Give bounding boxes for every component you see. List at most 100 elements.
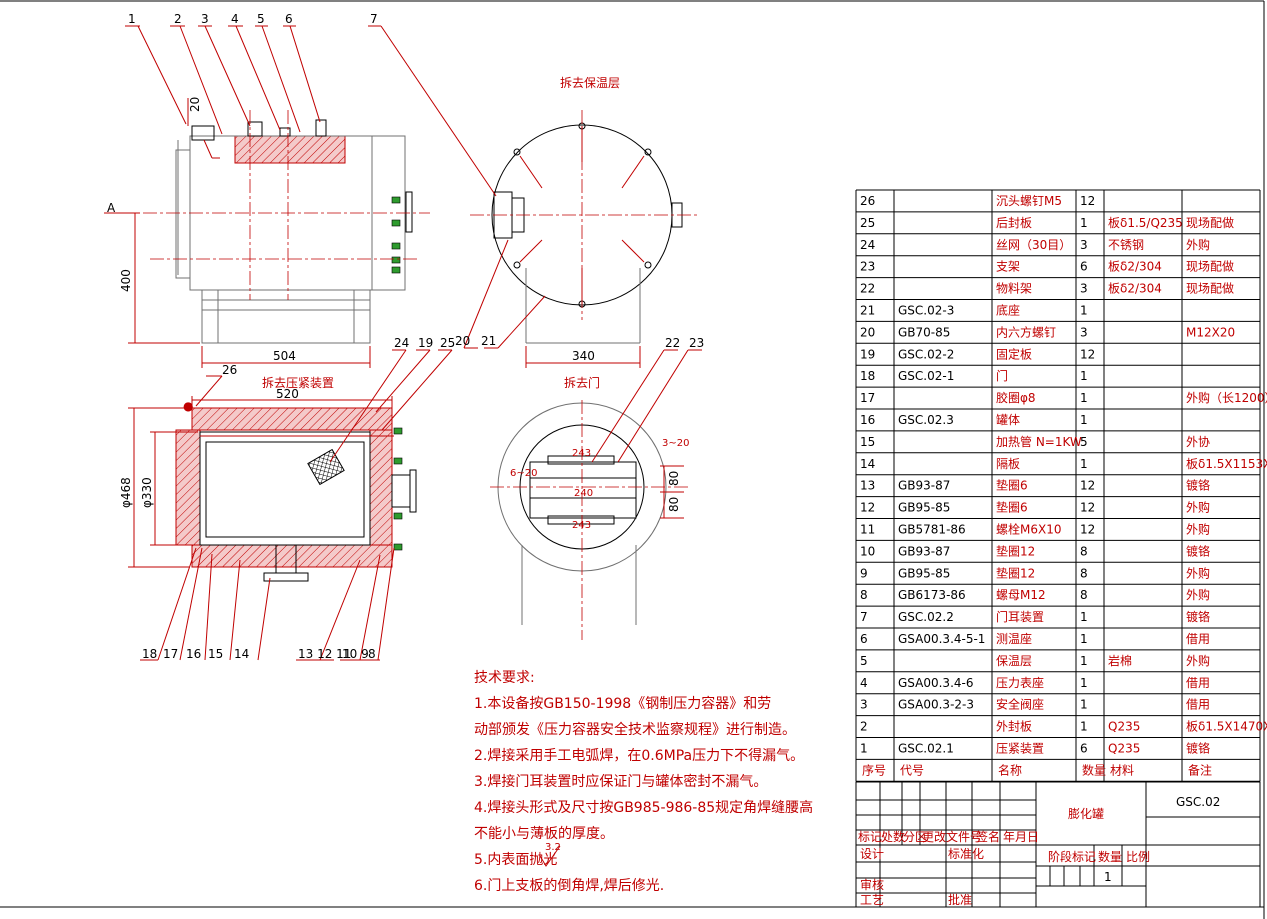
bom-cell-qty: 3 (1080, 325, 1088, 339)
bom-cell-name: 胶圈φ8 (996, 390, 1036, 405)
dim-80a: 80 (667, 471, 681, 486)
bom-cell-mat: 板δ2/304 (1108, 260, 1162, 274)
bom-cell-mat: 不锈钢 (1108, 238, 1144, 252)
bom-cell-note: 外购 (1186, 500, 1210, 515)
tech-line-3: 2.焊接采用手工电弧焊，在0.6MPa压力下不得漏气。 (474, 747, 804, 764)
rev-header-count: 处数 (881, 829, 905, 844)
bom-cell-qty: 1 (1080, 391, 1088, 405)
bom-cell-note: 外购（长1200） (1186, 390, 1267, 405)
dim-468: φ468 (119, 477, 133, 508)
bom-cell-no: 26 (860, 194, 875, 208)
bom-cell-qty: 1 (1080, 610, 1088, 624)
bom-cell-name: 内六方螺钉 (996, 324, 1056, 339)
tb-qty-value: 1 (1104, 870, 1112, 884)
bom-cell-name: 物料架 (996, 282, 1032, 296)
bom-cell-no: 16 (860, 413, 875, 427)
balloon-17: 17 (163, 647, 178, 661)
tech-line-8: 6.门上支板的倒角焊,焊后修光. (474, 878, 664, 894)
roughness-symbol (539, 845, 561, 867)
bom-cell-qty: 5 (1080, 435, 1088, 449)
tray-lower (529, 497, 637, 519)
bom-cell-name: 安全阀座 (996, 697, 1044, 712)
balloon-6: 6 (285, 12, 293, 26)
bom-cell-qty: 3 (1080, 282, 1088, 296)
bom-cell-no: 20 (860, 325, 875, 339)
insulation-section (234, 135, 346, 164)
bom-cell-no: 2 (860, 720, 868, 734)
bom-header-name: 名称 (998, 762, 1022, 777)
front-view: A 400 504 20 1 2 3 4 5 6 (104, 12, 430, 368)
section-label-a: A (107, 201, 116, 215)
dim-240: 240 (574, 488, 593, 499)
bom-header-qty: 数量 (1082, 762, 1106, 777)
bom-cell-code: GSA00.3.4-6 (898, 676, 973, 690)
bom-cell-name: 底座 (996, 303, 1020, 318)
bom-cell-no: 25 (860, 216, 875, 230)
bom-cell-name: 罐体 (996, 413, 1020, 427)
bom-cell-name: 支架 (996, 260, 1020, 274)
bom-cell-no: 19 (860, 347, 875, 361)
bom-cell-note: 外购 (1186, 653, 1210, 668)
balloon-10-9: 10 9 (342, 647, 369, 661)
dim-80b: 80 (667, 497, 681, 512)
bom-cell-no: 14 (860, 457, 875, 471)
bom-cell-code: GSA00.3.4-5-1 (898, 632, 985, 646)
bom-cell-no: 22 (860, 282, 875, 296)
balloon-15: 15 (208, 647, 223, 661)
bom-cell-no: 3 (860, 698, 868, 712)
bom-cell-qty: 1 (1080, 720, 1088, 734)
balloon-13-12-11: 13 12 11 (298, 647, 351, 661)
tb-weight: 数量 (1098, 849, 1122, 864)
bom-cell-name: 加热管 N=1KW (996, 434, 1082, 449)
bom-cell-qty: 1 (1080, 632, 1088, 646)
bom-cell-note: 板δ1.5X1153X510 (1186, 457, 1267, 471)
bom-cell-note: 借用 (1186, 698, 1210, 712)
mesh-basket (307, 448, 345, 486)
tb-drawing-no: GSC.02 (1176, 795, 1220, 809)
bom-cell-note: 镀铬 (1186, 609, 1210, 624)
bom-header-code: 代号 (900, 763, 924, 777)
bom-cell-name: 压紧装置 (996, 742, 1044, 756)
dim-400: 400 (119, 269, 133, 292)
bom-cell-code: GB95-85 (898, 566, 950, 580)
tech-line-5: 4.焊接头形式及尺寸按GB985-986-85规定角焊缝腰高 (474, 799, 813, 816)
dim-330: φ330 (140, 477, 154, 508)
bom-cell-note: 现场配做 (1186, 215, 1234, 230)
bom-cell-name: 螺母M12 (996, 588, 1046, 602)
tb-stage-mark: 阶段标记 (1048, 849, 1096, 864)
bom-cell-name: 垫圈12 (996, 543, 1035, 558)
bom-cell-no: 24 (860, 238, 875, 252)
bom-cell-no: 13 (860, 479, 875, 493)
bom-cell-name: 测温座 (996, 631, 1032, 646)
bom-cell-qty: 8 (1080, 544, 1088, 558)
tech-title: 技术要求: (474, 670, 535, 686)
bom-header-mat: 材料 (1110, 763, 1134, 777)
bom-cell-qty: 8 (1080, 588, 1088, 602)
bom-cell-no: 10 (860, 544, 875, 558)
bom-cell-note: 现场配做 (1186, 281, 1234, 296)
label-remove-compress: 拆去压紧装置 (262, 375, 334, 390)
balloon-1: 1 (128, 12, 136, 26)
bom-cell-note: 外购 (1186, 565, 1210, 580)
bom-cell-note: 现场配做 (1186, 259, 1234, 274)
clamp-bolts (513, 122, 652, 308)
bom-cell-code: GSC.02-1 (898, 369, 954, 383)
bom-cell-note: 镀铬 (1186, 741, 1210, 756)
bom-cell-name: 隔板 (996, 457, 1020, 471)
tech-requirements: 技术要求: 1.本设备按GB150-1998《钢制压力容器》和劳 动部颁发《压力… (474, 670, 813, 894)
balloon-4: 4 (231, 12, 239, 26)
balloon-7: 7 (370, 12, 378, 26)
bom-cell-mat: Q235 (1108, 742, 1140, 756)
bom-cell-qty: 12 (1080, 479, 1095, 493)
bom-cell-mat: 岩棉 (1108, 653, 1132, 668)
label-remove-door: 拆去门 (564, 375, 600, 390)
bom-cell-no: 15 (860, 435, 875, 449)
bom-cell-no: 18 (860, 369, 875, 383)
bom-cell-qty: 1 (1080, 216, 1088, 230)
bom-cell-qty: 12 (1080, 194, 1095, 208)
bom-cell-code: GSC.02.1 (898, 742, 954, 756)
rev-header-mark: 标记 (858, 830, 882, 844)
bom-cell-code: GB95-85 (898, 501, 950, 515)
bom-cell-qty: 6 (1080, 260, 1088, 274)
bom-cell-note: 外协 (1186, 434, 1210, 449)
